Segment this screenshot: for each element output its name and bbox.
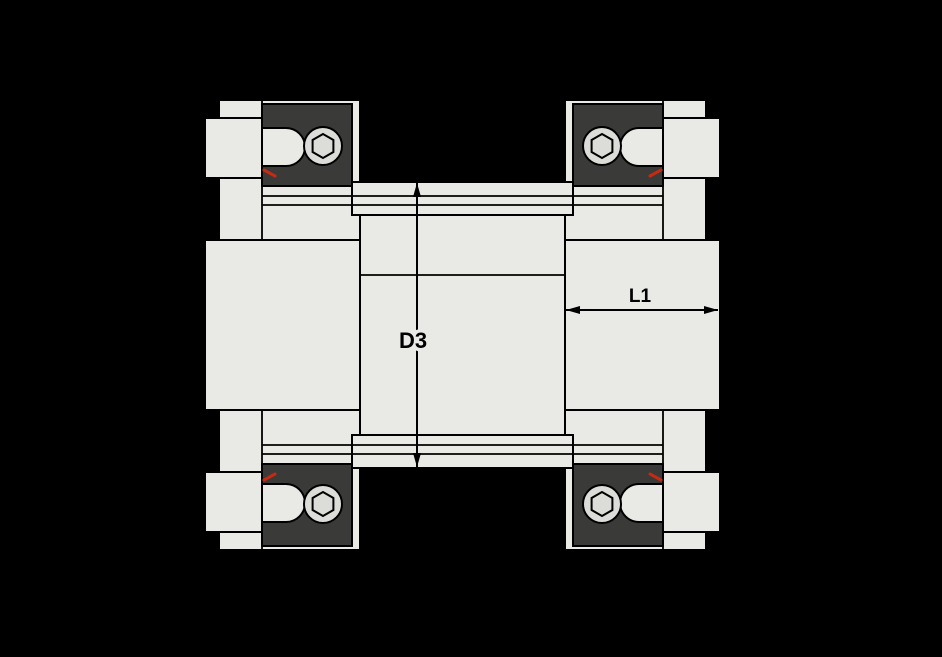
right-hub-top-lip (662, 117, 721, 179)
dimension-d3: D3 (395, 183, 431, 467)
dimension-l1: L1 (566, 283, 718, 314)
clamp-assembly-top-left (260, 102, 354, 188)
left-hub-bottom-lip (204, 471, 263, 533)
arrowhead-down-icon (413, 453, 421, 467)
arrowhead-up-icon (413, 183, 421, 197)
clamp-assembly-bottom-left (260, 462, 354, 548)
arrowhead-right-icon (704, 306, 718, 314)
center-column (359, 214, 566, 436)
clamp-assembly-bottom-right (571, 462, 665, 548)
right-hub-body (564, 239, 721, 411)
center-bottom-band (351, 434, 574, 469)
left-hub-top-lip (204, 117, 263, 179)
dimension-label-d3: D3 (399, 328, 427, 353)
center-top-band (351, 181, 574, 216)
clamp-assembly-top-right (571, 102, 665, 188)
right-hub-bottom-lip (662, 471, 721, 533)
arrowhead-left-icon (566, 306, 580, 314)
center-sleeve (351, 181, 574, 469)
dimension-label-l1: L1 (629, 286, 652, 307)
left-hub-body (204, 239, 361, 411)
